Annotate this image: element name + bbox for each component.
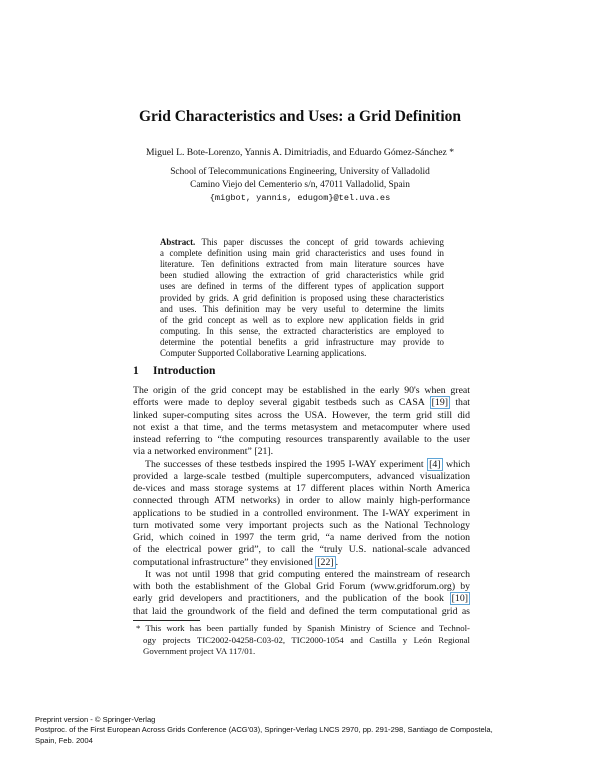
abstract-text: This paper discusses the concept of grid…: [201, 237, 445, 247]
affiliation-emails: {migbot, yannis, edugom}@tel.uva.es: [209, 193, 391, 203]
abstract-line: a complete definition using main grid ch…: [160, 248, 444, 259]
section-number: 1: [133, 365, 139, 377]
footer-line: Spain, Feb. 2004: [35, 735, 93, 745]
body-line: applications to be studied in a controll…: [133, 507, 470, 519]
footnote-line: ogy projects TIC2002-04258-C03-02, TIC20…: [143, 634, 470, 645]
body-line: of the electrical power grid”, to call t…: [133, 544, 470, 556]
affiliation-address: Camino Viejo del Cementerio s/n, 47011 V…: [190, 180, 410, 190]
body-line: Grid, which coined in 1997 the term grid…: [133, 532, 470, 543]
citation-link[interactable]: [10]: [449, 592, 470, 606]
body-line: The origin of the grid concept may be es…: [133, 385, 470, 396]
body-line: The successes of these testbeds inspired…: [145, 457, 470, 471]
body-line: turn motivated some very important proje…: [133, 519, 470, 531]
abstract-line: uses are defined in terms of the differe…: [160, 281, 444, 292]
section-heading: 1 Introduction: [133, 364, 215, 378]
body-line: connected through ATM networks) in order…: [133, 495, 470, 507]
footer-line: Preprint version - © Springer-Verlag: [35, 715, 156, 724]
body-line: early grid developers and practitioners,…: [133, 592, 470, 606]
abstract-line: literature. Ten definitions extracted fr…: [160, 259, 444, 270]
body-line: with both the establishment of the Globa…: [133, 581, 470, 592]
abstract-line: Abstract. This paper discusses the conce…: [160, 237, 445, 248]
paper-title: Grid Characteristics and Uses: a Grid De…: [138, 108, 462, 125]
authors: Miguel L. Bote-Lorenzo, Yannis A. Dimitr…: [145, 147, 454, 158]
abstract-line: provided by grids. A grid definition is …: [160, 292, 444, 303]
abstract-line: been studied allowing the extraction of …: [160, 270, 444, 281]
body-line: de-vices and mass storage systems at 17 …: [133, 483, 470, 494]
body-line: via a networked environment” [21].: [133, 446, 274, 458]
affiliation-school: School of Telecommunications Engineering…: [170, 167, 430, 177]
citation-link[interactable]: [19]: [429, 396, 450, 410]
body-line: linked super-computing sites across the …: [133, 409, 470, 421]
footnote-line: Government project VA 117/01.: [143, 646, 256, 656]
body-line: not exist a that time, and the terms met…: [133, 421, 470, 433]
body-line: computational infrastructure” they envis…: [133, 555, 339, 569]
abstract-line: and uses. This definition may be very us…: [160, 303, 444, 314]
citation-link[interactable]: [4]: [427, 457, 443, 471]
body-line: efforts were made to deploy several giga…: [133, 396, 471, 410]
abstract-line: Computer Supported Collaborative Learnin…: [160, 348, 367, 358]
body-line: instead referring to “the computing reso…: [133, 434, 470, 445]
citation-link[interactable]: [22]: [315, 555, 336, 569]
abstract-line: determine the potential benefits a grid …: [160, 336, 444, 347]
footnote-rule: [133, 620, 200, 621]
section-title: Introduction: [153, 365, 216, 377]
abstract-label: Abstract.: [160, 237, 196, 247]
abstract-line: computing. In this sense, the extracted …: [160, 325, 444, 336]
footnote-line: * This work has been partially funded by…: [136, 623, 470, 633]
abstract-line: of the grid concept as well as to explor…: [160, 314, 444, 325]
body-line: It was not until 1998 that grid computin…: [145, 568, 470, 580]
body-line: provided a large-scale testbed (multiple…: [133, 470, 470, 482]
page-footer: Preprint version - © Springer-Verlag Pos…: [35, 715, 493, 746]
footer-line: Postproc. of the First European Across G…: [35, 725, 493, 735]
body-line: that laid the groundwork of the field an…: [133, 605, 470, 617]
